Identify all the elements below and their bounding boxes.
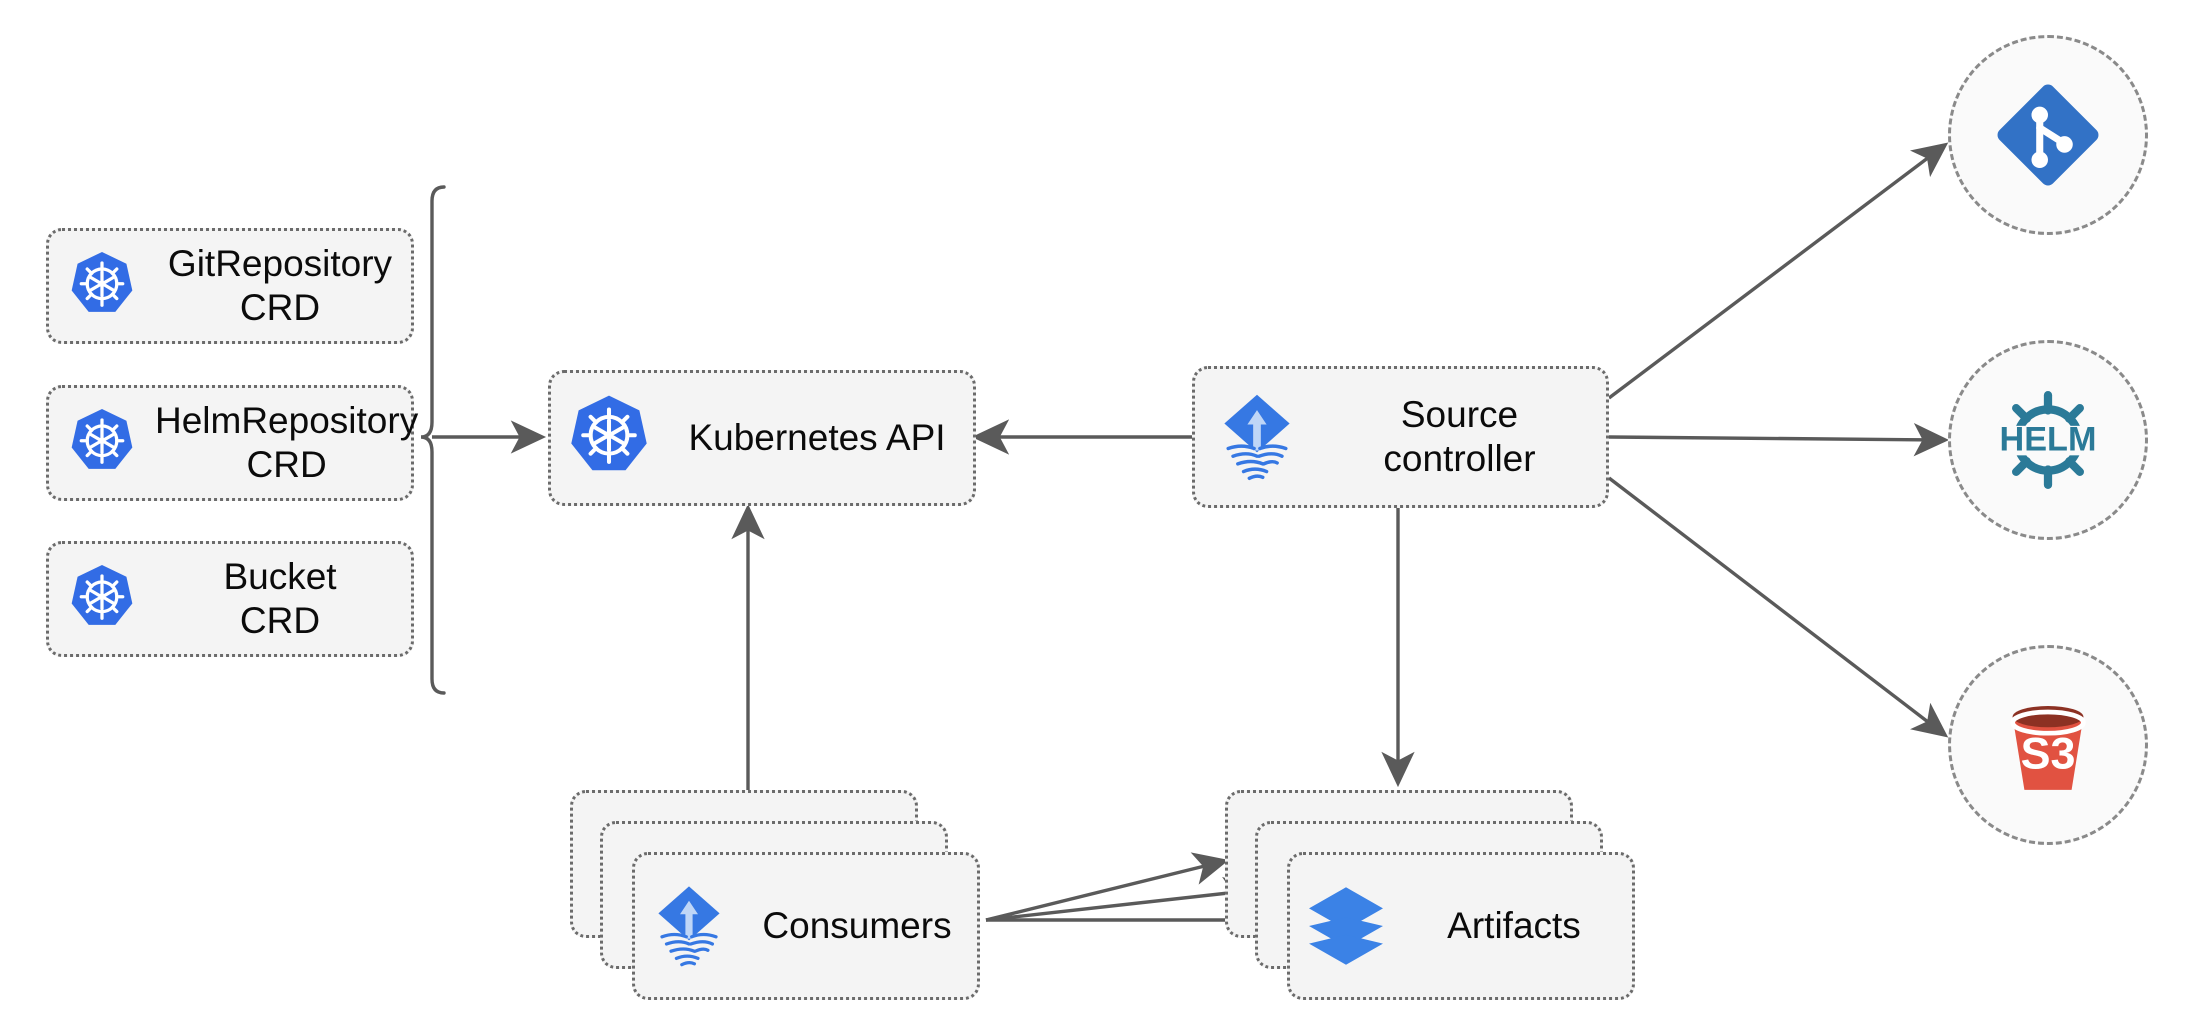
kubernetes-icon [49, 406, 155, 480]
consumers-stack[interactable]: Consumers [570, 790, 990, 1000]
artifacts-node[interactable]: Artifacts [1287, 852, 1635, 1000]
kubernetes-api-label: Kubernetes API [688, 417, 946, 459]
helm-label: HELM [2000, 421, 2097, 459]
artifacts-label: Artifacts [1447, 905, 1581, 947]
edge-source-to-s3 [1607, 476, 1949, 738]
consumers-node[interactable]: Consumers [632, 852, 980, 1000]
edge-source-to-git [1607, 142, 1949, 400]
crd-card-gitrepository[interactable]: GitRepository CRD [46, 228, 414, 344]
consumers-label: Consumers [762, 905, 952, 947]
s3-label: S3 [2021, 728, 2076, 779]
flux-icon [1195, 389, 1319, 485]
crd-card-helmrepository[interactable]: HelmRepository CRD [46, 385, 418, 501]
kubernetes-icon [551, 392, 667, 484]
s3-circle[interactable]: S3 [1948, 645, 2148, 845]
crd-card-bucket[interactable]: Bucket CRD [46, 541, 414, 657]
kubernetes-icon [49, 562, 155, 636]
kubernetes-api-node[interactable]: Kubernetes API [548, 370, 976, 506]
source-controller-node[interactable]: Source controller [1192, 366, 1609, 508]
layers-icon [1290, 882, 1402, 970]
edge-source-to-helm [1608, 423, 1950, 457]
edge-consumers-to-artifacts-2 [985, 876, 1260, 922]
crd-card-label: GitRepository CRD [167, 243, 393, 328]
crd-group-bracket [420, 185, 446, 695]
artifacts-stack[interactable]: Artifacts [1225, 790, 1645, 1000]
helm-icon: HELM [1989, 381, 2107, 499]
source-controller-label: Source controller [1383, 394, 1536, 479]
git-icon [1989, 76, 2107, 194]
git-circle[interactable] [1948, 35, 2148, 235]
kubernetes-icon [49, 249, 155, 323]
helm-circle[interactable]: HELM [1948, 340, 2148, 540]
crd-card-label: HelmRepository CRD [155, 400, 419, 485]
crd-card-label: Bucket CRD [223, 556, 337, 641]
s3-icon: S3 [1989, 686, 2107, 804]
edge-consumers-to-artifacts-1 [985, 852, 1229, 922]
flux-icon [635, 881, 743, 971]
